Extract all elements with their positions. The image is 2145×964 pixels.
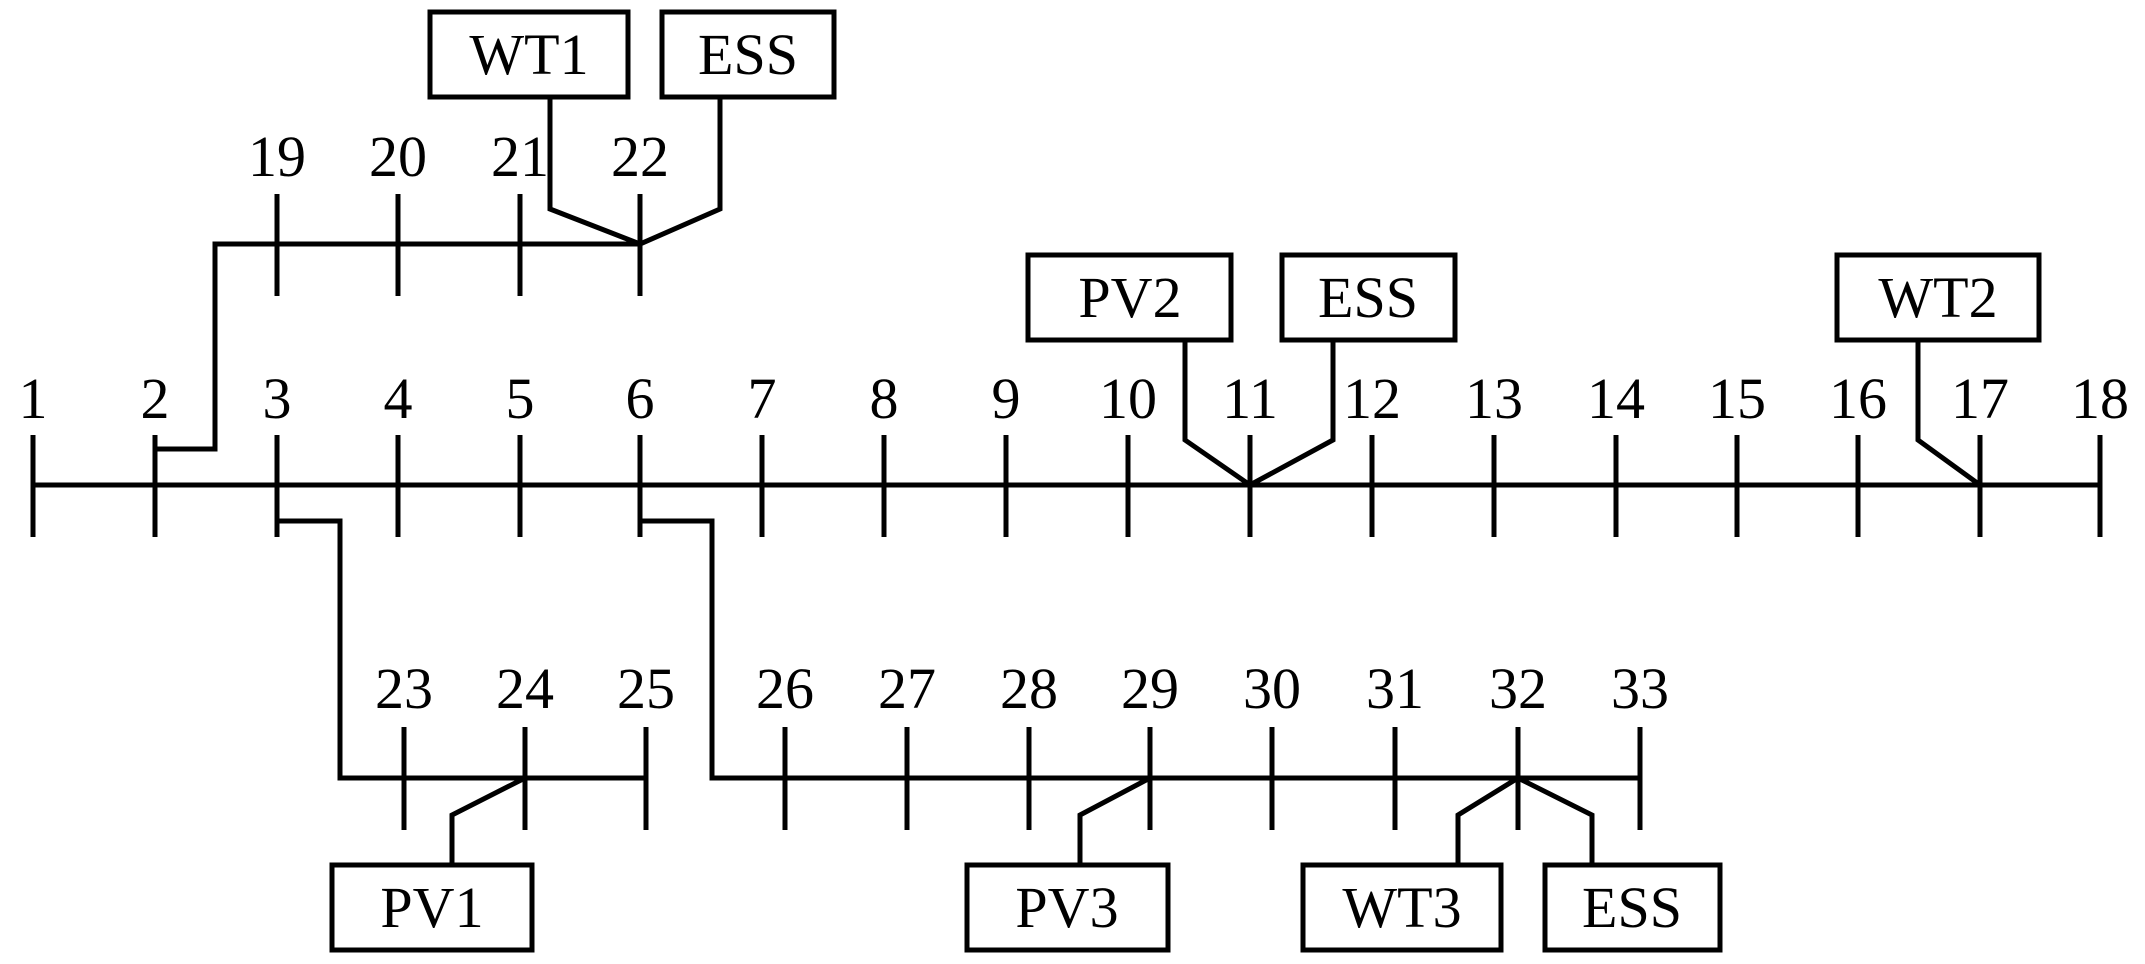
bus-14-label: 14 (1587, 366, 1645, 431)
device-ess-bottom: ESS (1542, 862, 1723, 953)
bus-29-label: 29 (1121, 656, 1179, 721)
device-pv1: PV1 (329, 862, 535, 953)
bus-20-label: 20 (369, 124, 427, 189)
bus-18-label: 18 (2071, 366, 2129, 431)
device-wt1: WT1 (427, 9, 631, 100)
bus-24-label: 24 (496, 656, 554, 721)
bus-1-label: 1 (19, 366, 48, 431)
bus-12-label: 12 (1343, 366, 1401, 431)
bus-4-label: 4 (384, 366, 413, 431)
device-pv2-label: PV2 (1078, 265, 1181, 330)
bus-31-label: 31 (1366, 656, 1424, 721)
device-pv2: PV2 (1025, 252, 1234, 343)
bus-30-label: 30 (1243, 656, 1301, 721)
branch-line-b (640, 518, 1640, 781)
connector-pv1-to-bus-24 (449, 775, 527, 865)
bus-3-label: 3 (263, 366, 292, 431)
bus-9-label: 9 (992, 366, 1021, 431)
device-wt2-label: WT2 (1878, 265, 1997, 330)
device-wt1-label: WT1 (469, 22, 588, 87)
device-pv3: PV3 (964, 862, 1171, 953)
device-wt3: WT3 (1300, 862, 1504, 953)
bus-25-label: 25 (617, 656, 675, 721)
branch-line-top (155, 241, 640, 452)
connector-pv2-ess-to-bus-11 (1182, 340, 1336, 488)
branch-line-a (277, 518, 646, 781)
connector-wt2-to-bus-17 (1915, 340, 1982, 488)
connector-wt1-ess-to-bus-22 (547, 97, 723, 247)
bus-33-label: 33 (1611, 656, 1669, 721)
bus-13-label: 13 (1465, 366, 1523, 431)
bus-5-label: 5 (506, 366, 535, 431)
bus-28-label: 28 (1000, 656, 1058, 721)
bus-23-label: 23 (375, 656, 433, 721)
bus-11-label: 11 (1222, 366, 1278, 431)
bus-15-label: 15 (1708, 366, 1766, 431)
bus-21-label: 21 (491, 124, 549, 189)
connector-wt3-ess-to-bus-32 (1455, 775, 1595, 865)
device-wt2: WT2 (1834, 252, 2042, 343)
device-pv3-label: PV3 (1015, 875, 1118, 940)
device-pv1-label: PV1 (380, 875, 483, 940)
bus-6-label: 6 (626, 366, 655, 431)
device-ess-top-label: ESS (698, 22, 798, 87)
device-ess-mid: ESS (1279, 252, 1458, 343)
bus-22-label: 22 (611, 124, 669, 189)
bus-19-label: 19 (248, 124, 306, 189)
bus-2-label: 2 (141, 366, 170, 431)
bus-17-label: 17 (1951, 366, 2009, 431)
bus-7-label: 7 (748, 366, 777, 431)
bus-26-label: 26 (756, 656, 814, 721)
device-wt3-label: WT3 (1342, 875, 1461, 940)
connector-pv3-to-bus-29 (1077, 775, 1152, 865)
bus-32-label: 32 (1489, 656, 1547, 721)
bus-16-label: 16 (1829, 366, 1887, 431)
device-ess-mid-label: ESS (1318, 265, 1418, 330)
bus-27-label: 27 (878, 656, 936, 721)
bus-10-label: 10 (1099, 366, 1157, 431)
device-ess-top: ESS (659, 9, 837, 100)
bus-8-label: 8 (870, 366, 899, 431)
device-ess-bottom-label: ESS (1582, 875, 1682, 940)
